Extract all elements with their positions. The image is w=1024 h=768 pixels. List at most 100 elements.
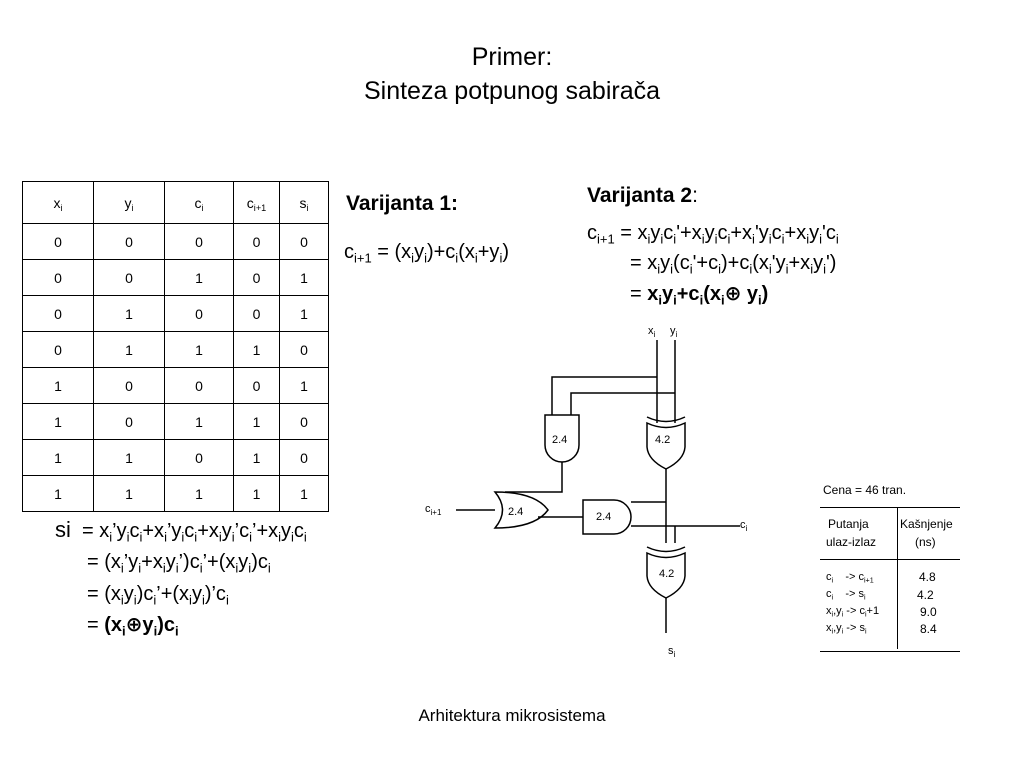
truth-table-cell: 0 bbox=[22, 331, 94, 368]
xor-gate-bottom-arc bbox=[646, 546, 686, 553]
truth-table-cell: 0 bbox=[233, 223, 280, 260]
truth-table-cell: 1 bbox=[233, 475, 280, 512]
truth-table-cell: 1 bbox=[164, 403, 234, 440]
truth-table-cell: 0 bbox=[22, 295, 94, 332]
truth-table-cell: 1 bbox=[93, 475, 165, 512]
sum-equation-line4: = (xi⊕yi)ci bbox=[87, 614, 179, 639]
carry-in-label: ci bbox=[740, 519, 748, 533]
header-yi: yi bbox=[93, 181, 165, 224]
and-gate-top bbox=[544, 414, 580, 463]
path-row-3: xi,yi -> ci+1 bbox=[826, 605, 880, 619]
and-mid-delay: 2.4 bbox=[596, 511, 611, 523]
truth-table-cell: 1 bbox=[279, 295, 329, 332]
path-header-line1: Putanja bbox=[828, 517, 869, 531]
truth-table-cell: 1 bbox=[279, 367, 329, 404]
xor-gate-top bbox=[646, 421, 686, 470]
xor-bottom-delay: 4.2 bbox=[659, 568, 674, 580]
truth-table-cell: 0 bbox=[93, 367, 165, 404]
variant2-title: Varijanta 2: bbox=[587, 184, 698, 207]
slide-footer: Arhitektura mikrosistema bbox=[418, 706, 606, 725]
truth-table-cell: 1 bbox=[233, 439, 280, 476]
truth-table-cell: 0 bbox=[93, 403, 165, 440]
truth-table-cell: 1 bbox=[93, 439, 165, 476]
truth-table-cell: 0 bbox=[279, 439, 329, 476]
truth-table-cell: 0 bbox=[164, 223, 234, 260]
truth-table-cell: 0 bbox=[279, 331, 329, 368]
cost-label: Cena = 46 tran. bbox=[823, 483, 907, 497]
xor-gate-bottom bbox=[646, 551, 686, 599]
delay-table bbox=[820, 507, 960, 652]
truth-table-cell: 1 bbox=[233, 403, 280, 440]
delay-header-line1: Kašnjenje bbox=[900, 517, 953, 531]
wire-x-to-and-top bbox=[551, 376, 657, 415]
delay-row-2: 4.2 bbox=[917, 588, 934, 602]
truth-table-cell: 0 bbox=[279, 223, 329, 260]
variant2-equation-line1: ci+1 = xiyici'+xiyici+xi'yici+xiyi'ci bbox=[587, 222, 839, 247]
or-gate bbox=[493, 491, 549, 529]
sum-equation-line3: = (xiyi)ci’+(xiyi)’ci bbox=[87, 583, 229, 608]
truth-table-cell: 1 bbox=[233, 331, 280, 368]
truth-table-cell: 0 bbox=[233, 367, 280, 404]
path-row-1: ci -> ci+1 bbox=[826, 571, 874, 585]
truth-table-cell: 0 bbox=[93, 259, 165, 296]
path-row-2: ci -> si bbox=[826, 588, 866, 602]
header-ci1: ci+1 bbox=[233, 181, 280, 224]
truth-table-cell: 0 bbox=[164, 439, 234, 476]
truth-table-cell: 1 bbox=[22, 367, 94, 404]
truth-table-cell: 0 bbox=[22, 259, 94, 296]
truth-table-cell: 0 bbox=[279, 403, 329, 440]
header-ci: ci bbox=[164, 181, 234, 224]
variant2-equation-line2: = xiyi(ci'+ci)+ci(xi'yi+xiyi') bbox=[630, 252, 837, 277]
truth-table-cell: 0 bbox=[22, 223, 94, 260]
carry-out-label: ci+1 bbox=[425, 503, 442, 517]
truth-table-cell: 1 bbox=[93, 295, 165, 332]
delay-table-divider bbox=[897, 508, 898, 649]
truth-table-cell: 1 bbox=[22, 403, 94, 440]
truth-table-cell: 1 bbox=[164, 259, 234, 296]
variant1-title: Varijanta 1: bbox=[346, 192, 459, 215]
slide-title-line1: Primer: bbox=[471, 43, 553, 71]
truth-table-header-row: xi yi ci ci+1 si bbox=[22, 181, 329, 224]
input-x-label: xi bbox=[648, 325, 656, 339]
or-delay: 2.4 bbox=[508, 506, 523, 518]
sum-equation-line1: si = xi’yici+xi’yici+xiyi’ci’+xiyici bbox=[55, 517, 307, 545]
truth-table-cell: 1 bbox=[164, 331, 234, 368]
truth-table-cell: 1 bbox=[279, 475, 329, 512]
and-top-delay: 2.4 bbox=[552, 434, 567, 446]
truth-table-cell: 0 bbox=[233, 259, 280, 296]
input-y-label: yi bbox=[670, 325, 678, 339]
truth-table-cell: 0 bbox=[233, 295, 280, 332]
path-row-4: xi,yi -> si bbox=[826, 622, 867, 636]
truth-table-cell: 0 bbox=[93, 223, 165, 260]
header-xi: xi bbox=[22, 181, 94, 224]
truth-table-cell: 1 bbox=[279, 259, 329, 296]
delay-table-header-divider bbox=[820, 559, 960, 560]
wire-and-top-to-or bbox=[505, 462, 563, 493]
path-header-line2: ulaz-izlaz bbox=[826, 535, 877, 549]
wire-y-to-and-top bbox=[570, 392, 675, 415]
xor-top-delay: 4.2 bbox=[655, 434, 670, 446]
truth-table-cell: 0 bbox=[164, 295, 234, 332]
truth-table-cell: 1 bbox=[22, 475, 94, 512]
delay-header-line2: (ns) bbox=[915, 535, 936, 549]
truth-table-cell: 1 bbox=[22, 439, 94, 476]
delay-row-3: 9.0 bbox=[920, 605, 937, 619]
sum-equation-line2: = (xi’yi+xiyi’)ci’+(xiyi)ci bbox=[87, 551, 271, 576]
delay-row-1: 4.8 bbox=[919, 570, 936, 584]
truth-table-cell: 1 bbox=[164, 475, 234, 512]
truth-table-cell: 0 bbox=[164, 367, 234, 404]
delay-row-4: 8.4 bbox=[920, 622, 937, 636]
and-gate-mid bbox=[582, 499, 632, 535]
truth-table-cell: 1 bbox=[93, 331, 165, 368]
xor-gate-top-arc bbox=[646, 416, 686, 423]
header-si: si bbox=[279, 181, 329, 224]
